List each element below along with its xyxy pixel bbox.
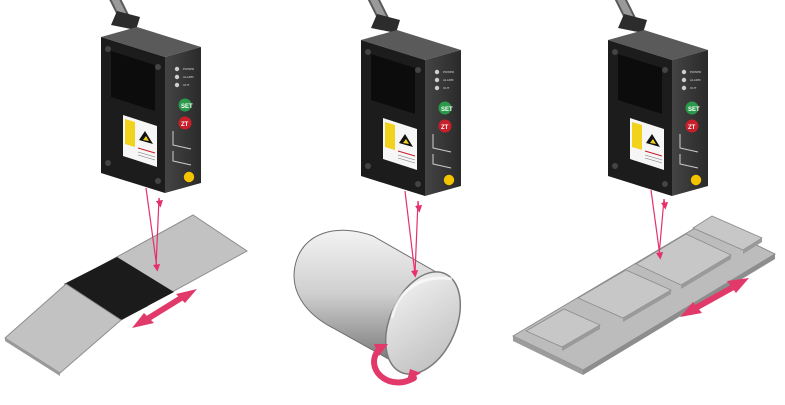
panel-flat-strip: SET ZT xyxy=(4,0,248,376)
motion-arrow-linear-1 xyxy=(132,289,197,328)
target-flat-strip xyxy=(4,214,248,376)
target-cylinder xyxy=(293,229,462,375)
zt-button-label: ZT xyxy=(181,122,189,128)
zt-button-label: ZT xyxy=(688,125,696,131)
panel-cylinder: SET ZT xyxy=(293,0,475,386)
zt-button-label: ZT xyxy=(441,125,449,131)
set-button-label: SET xyxy=(441,107,453,113)
motion-arrow-linear-3 xyxy=(680,278,749,317)
laser-beam-1 xyxy=(145,187,163,272)
set-button-label: SET xyxy=(688,107,700,113)
target-stepped-plates xyxy=(511,215,777,375)
laser-sensor-2: SET ZT xyxy=(361,0,461,196)
motion-arrow-rotation xyxy=(371,344,421,386)
panel-stepped-plates: SET ZT xyxy=(511,0,777,375)
laser-sensor-3: SET ZT xyxy=(608,0,708,196)
laser-beam-3 xyxy=(650,189,669,260)
laser-sensor-1: SET ZT xyxy=(101,0,201,193)
set-button-label: SET xyxy=(181,104,193,110)
laser-beam-2 xyxy=(404,190,423,278)
